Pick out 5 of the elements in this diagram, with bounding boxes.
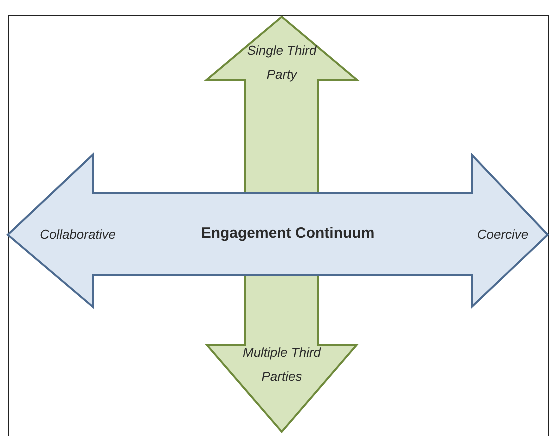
end-label: Coercive: [476, 226, 530, 244]
end-label: Multiple Third Parties: [242, 344, 322, 386]
end-label: Single Third Party: [247, 42, 317, 84]
end-label: Collaborative: [39, 226, 117, 244]
center-label: Engagement Continuum: [200, 224, 376, 244]
